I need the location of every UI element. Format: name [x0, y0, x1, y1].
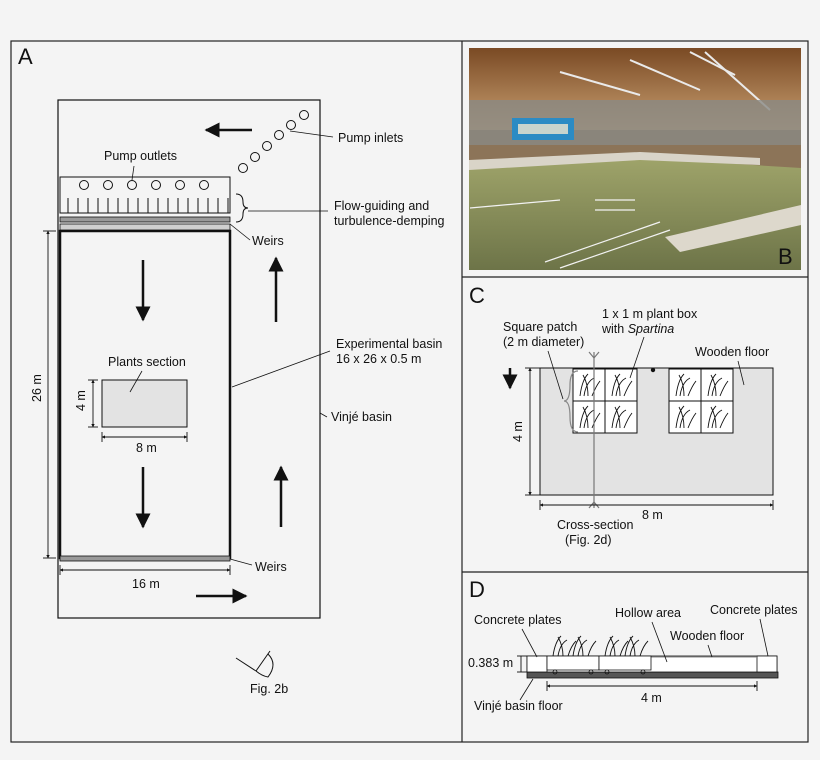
panel-frames: [10, 40, 809, 743]
dim-d-4m-label: 4 m: [641, 691, 662, 705]
panel-a: A Pump inlets Pump outlet: [18, 44, 445, 696]
square-patch-leader: [547, 350, 564, 400]
flow-arrows: [135, 122, 289, 604]
wooden-floor-d-label: Wooden floor: [670, 629, 744, 643]
flow-guide-brace: [235, 193, 249, 223]
exp-basin-leader: [231, 350, 331, 388]
flow-guides: [60, 198, 230, 214]
panel-b-letter: B: [778, 244, 793, 269]
photo-water: [469, 158, 801, 270]
concrete-plates-right-label: Concrete plates: [710, 603, 798, 617]
concrete-plate-left: [526, 655, 548, 673]
vinje-floor-label: Vinjé basin floor: [474, 699, 563, 713]
cross-section-label-2: (Fig. 2d): [565, 533, 612, 547]
flow-guiding-label-2: turbulence-demping: [334, 214, 445, 228]
concrete-plates-left-label: Concrete plates: [474, 613, 562, 627]
plants-section-leader: [129, 370, 143, 393]
wooden-floor-leader: [737, 360, 745, 386]
dim-c-8m-label: 8 m: [642, 508, 663, 522]
concrete-plate-right: [756, 655, 778, 673]
section-grass-icon: [552, 635, 649, 657]
panel-c-letter: C: [469, 283, 485, 308]
viewpoint-icon: [235, 650, 274, 678]
plant-box-label-1: 1 x 1 m plant box: [602, 307, 698, 321]
weirs-bottom-leader: [229, 558, 253, 566]
photo-near-walkway: [665, 205, 801, 252]
photo-railings: [469, 199, 671, 269]
panel-a-letter: A: [18, 44, 33, 69]
plant-box-group-right: [668, 368, 734, 434]
pump-outlets-leader: [131, 165, 135, 181]
panel-c: C Square patch (2 m diameter): [469, 283, 774, 547]
plants-section-label: Plants section: [108, 355, 186, 369]
panel-b: B: [469, 48, 801, 270]
hollow-area-leader: [651, 621, 668, 663]
dim-16m-label: 16 m: [132, 577, 160, 591]
section-feet: [552, 669, 646, 675]
spartina-grass-icon: [579, 373, 729, 429]
dim-c-4m-label: 4 m: [511, 421, 525, 442]
pump-inlets-leader: [289, 130, 334, 138]
hollow-area-label: Hollow area: [615, 606, 681, 620]
dim-4m-label: 4 m: [74, 390, 88, 411]
weir-top-bar: [59, 216, 231, 223]
square-patch-label-2: (2 m diameter): [503, 335, 584, 349]
flow-guiding-label-1: Flow-guiding and: [334, 199, 429, 213]
panel-d-letter: D: [469, 577, 485, 602]
weirs-top-leader: [229, 223, 251, 241]
flow-guiding-section: [59, 176, 231, 214]
weirs-top-label: Weirs: [252, 234, 284, 248]
vinje-floor-slab: [526, 671, 779, 679]
vinje-basin-label: Vinjé basin: [331, 410, 392, 424]
concrete-left-leader: [521, 628, 538, 658]
weirs-bottom-label: Weirs: [255, 560, 287, 574]
dim-26m-label: 26 m: [30, 374, 44, 402]
panel-d: D Concrete plates Hollow area Concrete p…: [468, 577, 798, 713]
square-patch-label-1: Square patch: [503, 320, 577, 334]
dim-8m-label: 8 m: [136, 441, 157, 455]
wooden-floor-label: Wooden floor: [695, 345, 769, 359]
plants-section-rect: [101, 379, 188, 428]
exp-basin-label-1: Experimental basin: [336, 337, 442, 351]
vinje-basin-leader: [319, 412, 328, 418]
weir-top-bar-2: [59, 223, 231, 231]
exp-basin-label-2: 16 x 26 x 0.5 m: [336, 352, 421, 366]
fig-2b-label: Fig. 2b: [250, 682, 288, 696]
wooden-floor-d-leader: [707, 644, 713, 658]
plant-box-label-2: with Spartina: [601, 322, 674, 336]
concrete-right-leader: [759, 618, 769, 657]
weir-bottom-bar: [59, 555, 231, 562]
plant-box-dot: [650, 367, 656, 373]
photo-far-wall: [469, 152, 760, 170]
plant-box-section-2: [598, 655, 652, 671]
vinje-floor-leader: [519, 678, 534, 701]
plant-box-leader: [629, 336, 645, 379]
pump-inlets-label: Pump inlets: [338, 131, 403, 145]
cross-section-label-1: Cross-section: [557, 518, 633, 532]
plant-box-section-1: [546, 655, 600, 671]
pump-inlet-circles: [238, 110, 309, 173]
pump-outlets-label: Pump outlets: [104, 149, 177, 163]
vinje-basin-outline: [57, 99, 321, 619]
square-patch-brace: [563, 370, 579, 433]
height-label: 0.383 m: [468, 656, 513, 670]
plant-box-group-left: [572, 368, 638, 434]
pump-outlet-circles: [79, 180, 209, 190]
